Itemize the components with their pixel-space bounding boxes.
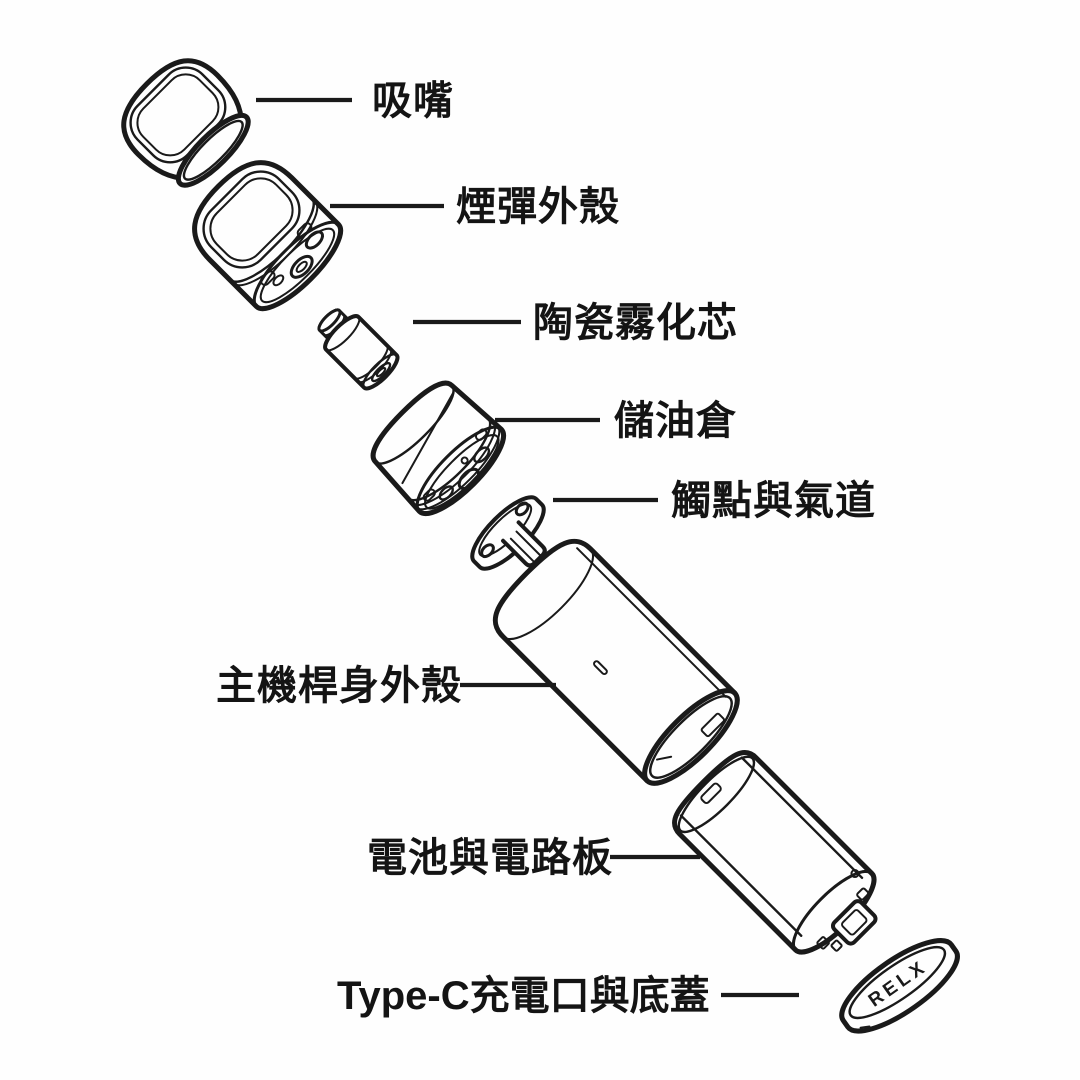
label-contacts-airway: 觸點與氣道 — [671, 479, 876, 523]
label-pod-shell: 煙彈外殼 — [456, 185, 620, 229]
label-ceramic-coil: 陶瓷霧化芯 — [533, 301, 738, 345]
mouthpiece-drawing — [121, 58, 251, 188]
label-typec-cap: Type-C充電口與底蓋 — [337, 974, 710, 1018]
pod-shell-drawing — [192, 160, 344, 312]
atomizer-core-drawing — [317, 308, 400, 391]
battery-board-drawing — [672, 750, 878, 955]
label-body-shell: 主機桿身外殼 — [216, 664, 462, 708]
body-shell-drawing — [492, 538, 740, 786]
contacts-airway-drawing — [470, 495, 547, 571]
label-mouthpiece: 吸嘴 — [372, 79, 454, 123]
oil-chamber-drawing — [370, 380, 507, 517]
label-battery-board: 電池與電路板 — [367, 836, 613, 880]
label-oil-chamber: 儲油倉 — [614, 399, 737, 443]
